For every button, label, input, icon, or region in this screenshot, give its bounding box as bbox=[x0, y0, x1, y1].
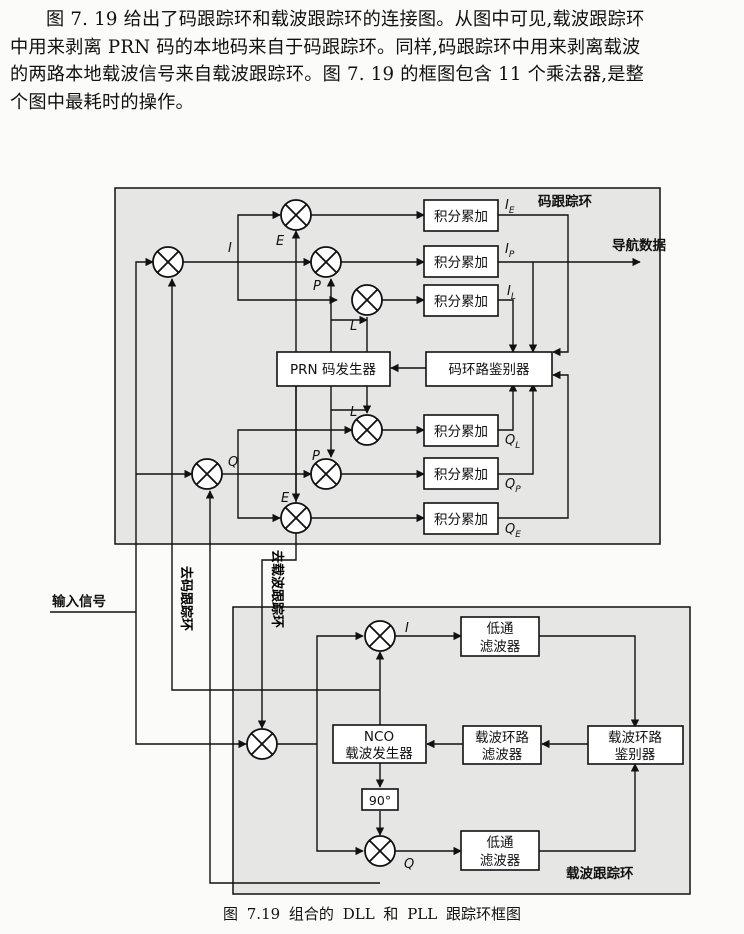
carrier-filter-label-line1: 载波环路 bbox=[475, 730, 529, 746]
input-signal-label: 输入信号 bbox=[52, 593, 106, 610]
integrator-ql bbox=[423, 414, 499, 447]
integrator-qp bbox=[423, 457, 499, 490]
multiplier-ie bbox=[280, 199, 312, 231]
integrator-ip bbox=[423, 245, 499, 278]
output-ql-label: QL bbox=[505, 433, 520, 451]
multiplier-q-wipeoff bbox=[191, 458, 223, 490]
output-il-label: IL bbox=[507, 284, 516, 302]
signal-i-label: I bbox=[228, 241, 232, 256]
prn-generator-label: PRN 码发生器 bbox=[290, 362, 376, 378]
lpf-label-line2: 滤波器 bbox=[480, 639, 521, 655]
remove-carrier-label: 去载波跟踪环 bbox=[269, 550, 285, 628]
integrator-label: 积分累加 bbox=[434, 209, 488, 225]
prompt-label: P bbox=[312, 449, 320, 464]
integrator-il bbox=[423, 284, 499, 317]
pll-title: 载波跟踪环 bbox=[566, 865, 634, 882]
figure-caption: 图 7.19 组合的 DLL 和 PLL 跟踪环框图 bbox=[223, 905, 521, 923]
prn-code-generator bbox=[276, 351, 391, 387]
body-paragraph: 图 7. 19 给出了码跟踪环和载波跟踪环的连接图。从图中可见,载波跟踪环 中用… bbox=[10, 6, 736, 116]
multiplier-pll-i bbox=[364, 620, 396, 652]
paragraph-line: 图 7. 19 给出了码跟踪环和载波跟踪环的连接图。从图中可见,载波跟踪环 bbox=[46, 9, 645, 30]
paragraph-line: 个图中最耗时的操作。 bbox=[10, 91, 194, 113]
dll-title: 码跟踪环 bbox=[538, 193, 592, 210]
remove-code-label: 去码跟踪环 bbox=[178, 566, 194, 631]
output-ip-label: IP bbox=[505, 242, 515, 260]
low-pass-filter-i bbox=[460, 616, 540, 657]
multiplier-i-wipeoff bbox=[152, 246, 184, 278]
multiplier-qe bbox=[280, 502, 312, 534]
late-label: L bbox=[350, 319, 357, 334]
early-label: E bbox=[276, 234, 285, 249]
integrator-label: 积分累加 bbox=[434, 255, 488, 271]
output-qp-label: QP bbox=[505, 477, 521, 495]
carrier-disc-label-line1: 载波环路 bbox=[608, 730, 662, 746]
phase-shift-label: 90° bbox=[369, 793, 391, 808]
paragraph-line: 的两路本地载波信号来自载波跟踪环。图 7. 19 的框图包含 11 个乘法器,是… bbox=[10, 64, 644, 85]
integrator-qe bbox=[423, 502, 499, 535]
multiplier-code-wipeoff bbox=[246, 728, 278, 760]
multiplier-ip bbox=[310, 246, 342, 278]
nav-data-label: 导航数据 bbox=[612, 237, 666, 254]
lpf-label-line1: 低通 bbox=[487, 621, 515, 637]
nco-label-line2: 载波发生器 bbox=[345, 746, 413, 762]
late-label: L bbox=[350, 405, 357, 420]
prompt-label: P bbox=[313, 279, 321, 294]
phase-shift-90 bbox=[361, 788, 399, 811]
code-discriminator-label: 码环路鉴别器 bbox=[449, 362, 530, 378]
integrator-ie bbox=[423, 199, 499, 232]
code-loop-discriminator bbox=[425, 351, 553, 387]
pll-i-label: I bbox=[405, 621, 409, 636]
output-qe-label: QE bbox=[505, 522, 521, 540]
carrier-disc-label-line2: 鉴别器 bbox=[615, 747, 656, 763]
multiplier-pll-q bbox=[364, 835, 396, 867]
integrator-label: 积分累加 bbox=[434, 512, 488, 528]
pll-q-label: Q bbox=[404, 857, 414, 872]
carrier-filter-label-line2: 滤波器 bbox=[482, 747, 523, 763]
lpf-label-line1: 低通 bbox=[487, 835, 515, 851]
multiplier-il bbox=[351, 284, 383, 316]
integrator-label: 积分累加 bbox=[434, 294, 488, 310]
nco-label-line1: NCO bbox=[364, 729, 394, 745]
carrier-loop-filter bbox=[462, 725, 542, 765]
nco-carrier-generator bbox=[332, 724, 427, 764]
carrier-loop-discriminator bbox=[587, 725, 684, 765]
paragraph-line: 中用来剥离 PRN 码的本地码来自于码跟踪环。同样,码跟踪环中用来剥离载波 bbox=[10, 36, 641, 58]
signal-q-label: Q bbox=[228, 455, 238, 470]
low-pass-filter-q bbox=[460, 830, 540, 871]
early-label: E bbox=[281, 491, 290, 506]
lpf-label-line2: 滤波器 bbox=[480, 853, 521, 869]
integrator-label: 积分累加 bbox=[434, 424, 488, 440]
integrator-label: 积分累加 bbox=[434, 467, 488, 483]
output-ie-label: IE bbox=[505, 198, 515, 216]
